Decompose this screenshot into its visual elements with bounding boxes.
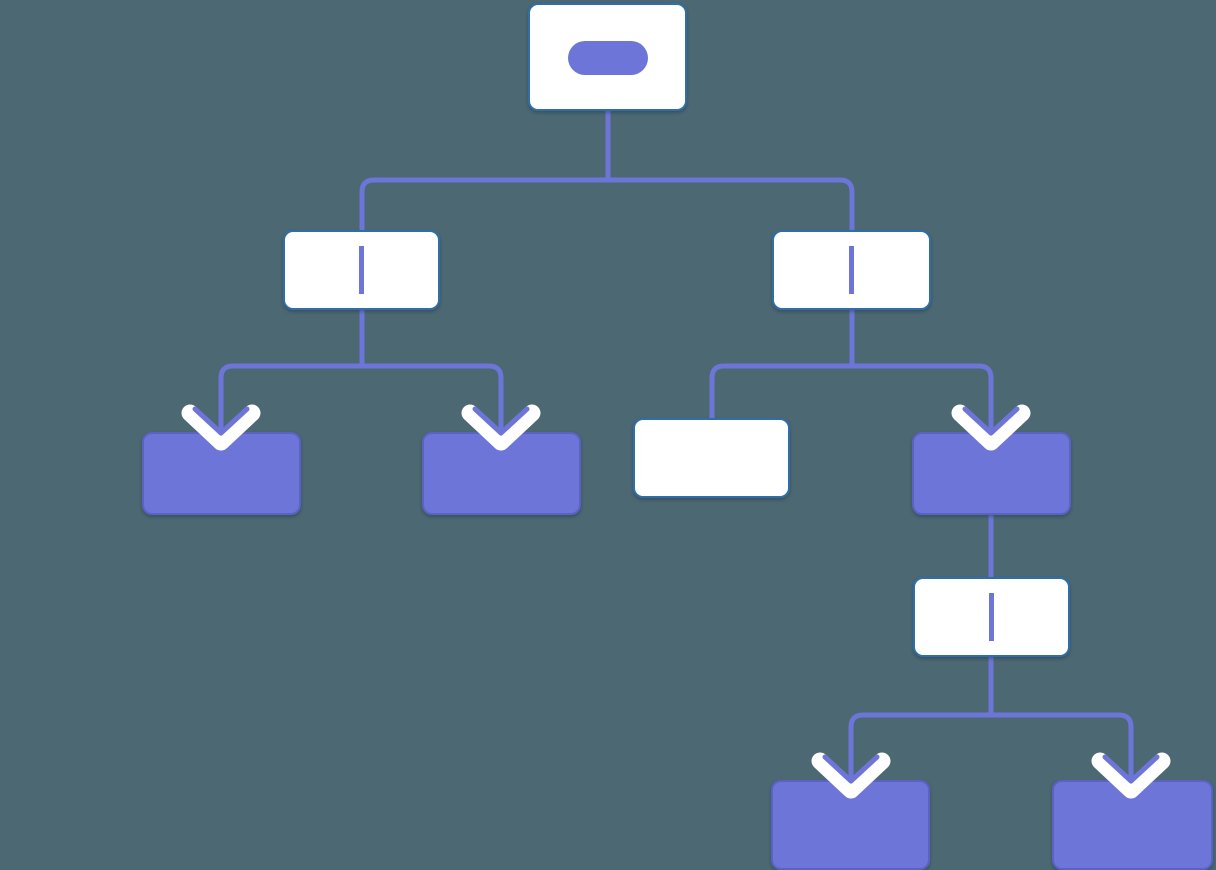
node-l3b[interactable] bbox=[422, 432, 581, 515]
edge-through-segment bbox=[849, 246, 854, 294]
edge-through-segment bbox=[989, 593, 994, 641]
node-pill-badge bbox=[568, 41, 648, 75]
node-l5a[interactable] bbox=[771, 780, 930, 870]
node-l3a[interactable] bbox=[142, 432, 301, 515]
node-l3c[interactable] bbox=[633, 418, 790, 498]
node-l5b[interactable] bbox=[1052, 780, 1213, 870]
node-l3d[interactable] bbox=[912, 432, 1071, 515]
edge-through-segment bbox=[359, 246, 364, 294]
